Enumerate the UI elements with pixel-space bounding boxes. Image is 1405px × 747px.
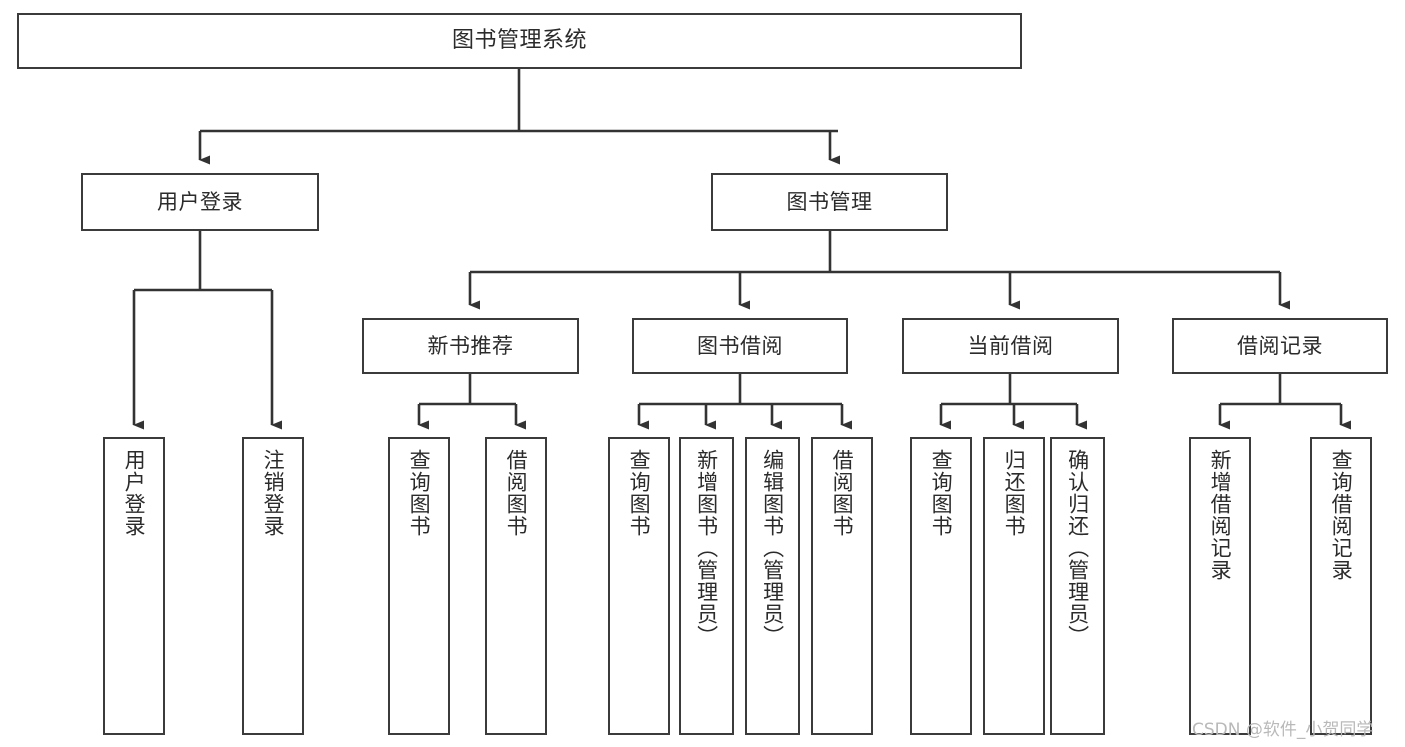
leaf-add-book-admin[interactable]: 新增图书（管理员） bbox=[679, 437, 734, 735]
leaf-borrow-book-1-label: 借阅图书 bbox=[504, 449, 529, 537]
leaf-add-borrow-record-label: 新增借阅记录 bbox=[1208, 449, 1233, 581]
node-borrow-record-label: 借阅记录 bbox=[1237, 333, 1323, 358]
node-book-manage[interactable]: 图书管理 bbox=[711, 173, 948, 231]
leaf-user-login-label: 用户登录 bbox=[122, 449, 147, 537]
node-root-label: 图书管理系统 bbox=[451, 28, 587, 54]
leaf-confirm-return-admin[interactable]: 确认归还（管理员） bbox=[1050, 437, 1105, 735]
leaf-query-book-1[interactable]: 查询图书 bbox=[388, 437, 450, 735]
node-book-manage-label: 图书管理 bbox=[786, 189, 873, 214]
node-new-book-recommend-label: 新书推荐 bbox=[427, 333, 514, 358]
leaf-logout-login-label: 注销登录 bbox=[261, 449, 286, 537]
leaf-borrow-book-2-label: 借阅图书 bbox=[830, 449, 855, 537]
leaf-query-borrow-record-label: 查询借阅记录 bbox=[1329, 449, 1354, 581]
leaf-edit-book-admin[interactable]: 编辑图书（管理员） bbox=[745, 437, 800, 735]
leaf-user-login[interactable]: 用户登录 bbox=[103, 437, 165, 735]
leaf-query-book-2-label: 查询图书 bbox=[627, 449, 652, 537]
leaf-query-borrow-record[interactable]: 查询借阅记录 bbox=[1310, 437, 1372, 735]
node-user-login[interactable]: 用户登录 bbox=[81, 173, 319, 231]
leaf-query-book-2[interactable]: 查询图书 bbox=[608, 437, 670, 735]
leaf-query-book-3-label: 查询图书 bbox=[929, 449, 954, 537]
leaf-logout-login[interactable]: 注销登录 bbox=[242, 437, 304, 735]
leaf-add-book-admin-label: 新增图书（管理员） bbox=[694, 449, 719, 647]
leaf-borrow-book-2[interactable]: 借阅图书 bbox=[811, 437, 873, 735]
leaf-query-book-1-label: 查询图书 bbox=[407, 449, 432, 537]
node-root-system[interactable]: 图书管理系统 bbox=[17, 13, 1022, 69]
leaf-query-book-3[interactable]: 查询图书 bbox=[910, 437, 972, 735]
node-user-login-label: 用户登录 bbox=[157, 189, 243, 214]
node-new-book-recommend[interactable]: 新书推荐 bbox=[362, 318, 579, 374]
leaf-confirm-return-admin-label: 确认归还（管理员） bbox=[1065, 449, 1090, 647]
node-book-borrow[interactable]: 图书借阅 bbox=[632, 318, 848, 374]
node-current-borrow-label: 当前借阅 bbox=[967, 333, 1054, 358]
leaf-borrow-book-1[interactable]: 借阅图书 bbox=[485, 437, 547, 735]
leaf-return-book[interactable]: 归还图书 bbox=[983, 437, 1045, 735]
csdn-watermark: CSDN @软件_小贺同学 bbox=[1192, 720, 1374, 740]
node-book-borrow-label: 图书借阅 bbox=[697, 333, 783, 358]
leaf-edit-book-admin-label: 编辑图书（管理员） bbox=[760, 449, 785, 647]
leaf-return-book-label: 归还图书 bbox=[1002, 449, 1027, 537]
node-current-borrow[interactable]: 当前借阅 bbox=[902, 318, 1119, 374]
leaf-add-borrow-record[interactable]: 新增借阅记录 bbox=[1189, 437, 1251, 735]
node-borrow-record[interactable]: 借阅记录 bbox=[1172, 318, 1388, 374]
